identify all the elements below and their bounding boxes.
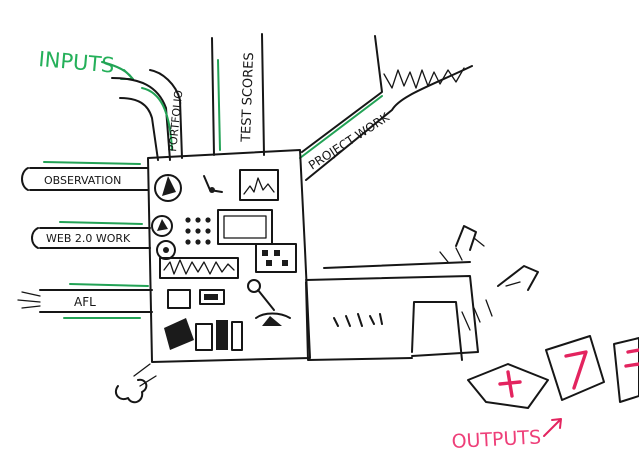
observation-pipe <box>21 167 149 191</box>
outputs-arrow <box>543 418 562 437</box>
portfolio-label: PORTFOLIO <box>166 89 185 152</box>
outputs-title: OUTPUTS <box>451 426 542 453</box>
graph-panel-icon <box>239 169 279 201</box>
portfolio-chute <box>111 77 171 161</box>
project-work-chute <box>301 35 473 181</box>
indicator-lights-icon <box>185 217 211 245</box>
exhaust-puff-icon <box>114 363 157 404</box>
conveyor-marks <box>333 313 383 327</box>
output-card <box>613 337 639 403</box>
test-scores-chute <box>211 33 265 156</box>
conveyor-box <box>305 275 479 361</box>
horn-icon <box>497 265 539 291</box>
switch-icon <box>199 289 225 305</box>
waveform-panel-icon <box>159 257 239 279</box>
display-screen <box>217 209 273 245</box>
test-scores-label: TEST SCORES <box>239 52 257 143</box>
web-work-pipe <box>31 227 151 249</box>
afl-pipe <box>39 289 153 313</box>
output-chute <box>411 301 463 361</box>
afl-label: AFL <box>74 295 96 309</box>
output-card <box>467 363 549 409</box>
dial-icon <box>154 174 182 202</box>
beacon-icon <box>455 225 485 251</box>
small-dial-icon <box>151 215 173 237</box>
lever-icon <box>247 279 291 326</box>
small-dial-icon <box>156 240 176 260</box>
project-work-label: PROJECT WORK <box>306 109 393 172</box>
keypad-icon <box>255 243 297 273</box>
output-card <box>545 335 605 401</box>
control-blocks-icon <box>164 318 243 351</box>
switch-icon <box>167 289 191 309</box>
observation-label: OBSERVATION <box>44 174 121 187</box>
web-work-label: WEB 2.0 WORK <box>46 232 131 245</box>
